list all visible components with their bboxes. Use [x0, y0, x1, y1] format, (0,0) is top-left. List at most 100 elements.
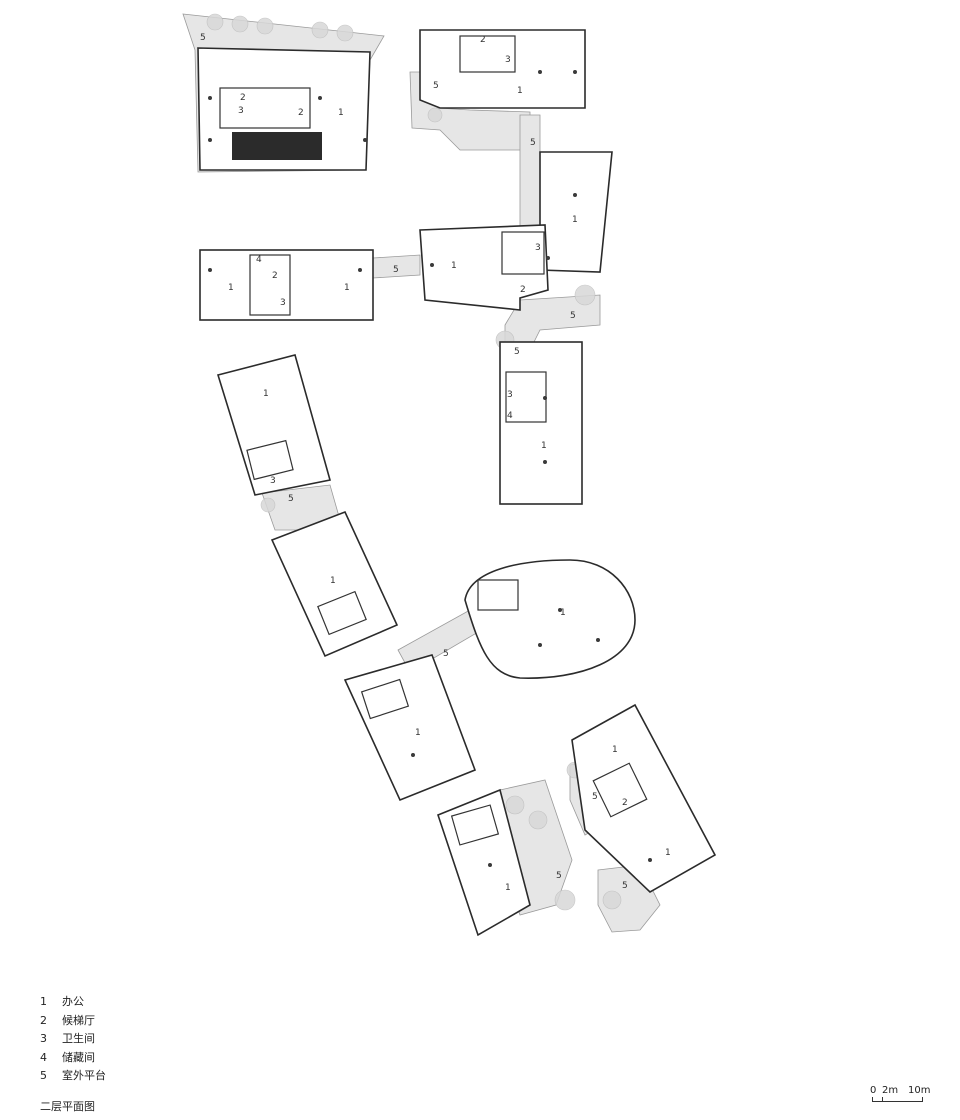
label-office: 1 [228, 283, 234, 293]
scale-zero: 0 [870, 1085, 877, 1096]
label-terrace: 5 [200, 33, 206, 43]
label-office: 1 [572, 215, 578, 225]
core-s-right [592, 762, 648, 818]
label-lobby: 2 [298, 108, 304, 118]
building-s-left [437, 788, 531, 937]
legend-label: 候梯厅 [62, 1013, 95, 1027]
legend: 1 办公 2 候梯厅 3 卫生间 4 储藏间 5 室外平台 [40, 993, 106, 1086]
column [208, 96, 212, 100]
tree [574, 284, 596, 306]
column [411, 753, 415, 757]
tree [311, 21, 329, 39]
legend-label: 办公 [62, 995, 84, 1008]
building-sw [343, 654, 477, 802]
tree [231, 15, 249, 33]
columns [208, 70, 652, 867]
legend-num: 1 [40, 995, 47, 1008]
column [596, 638, 600, 642]
legend-num: 5 [40, 1069, 47, 1082]
core-n [459, 35, 516, 73]
column [543, 460, 547, 464]
label-office: 1 [541, 441, 547, 451]
buildings [197, 29, 717, 937]
core-center [501, 231, 545, 275]
core-nw [219, 87, 311, 129]
label-toilet: 3 [535, 243, 541, 253]
core-round [477, 579, 519, 611]
core-nw-block [232, 132, 322, 160]
scale-mid: 2m [882, 1085, 899, 1096]
scale-tick [872, 1097, 873, 1102]
label-toilet: 3 [238, 106, 244, 116]
label-office: 1 [665, 848, 671, 858]
label-toilet: 3 [505, 55, 511, 65]
tree [554, 889, 576, 911]
legend-num: 2 [40, 1013, 47, 1027]
label-terrace: 5 [592, 792, 598, 802]
label-toilet: 3 [270, 476, 276, 486]
legend-row: 3 卫生间 [40, 1030, 106, 1049]
label-terrace: 5 [556, 871, 562, 881]
label-lobby: 2 [520, 285, 526, 295]
column [543, 396, 547, 400]
label-toilet: 3 [507, 390, 513, 400]
tree [427, 107, 443, 123]
scale-line [872, 1101, 922, 1102]
tree [602, 890, 622, 910]
bridge-north-spine [519, 114, 541, 231]
label-lobby: 2 [240, 93, 246, 103]
scale-tick [882, 1097, 883, 1102]
column [363, 138, 367, 142]
column [546, 256, 550, 260]
label-office: 1 [330, 576, 336, 586]
building-ne [539, 151, 613, 273]
scale-bar: 0 2m 10m [868, 1085, 931, 1113]
legend-row: 4 储藏间 [40, 1049, 106, 1068]
drawing-title: 二层平面图 [40, 1100, 95, 1113]
label-terrace: 5 [288, 494, 294, 504]
label-terrace: 5 [433, 81, 439, 91]
label-office: 1 [338, 108, 344, 118]
legend-label: 卫生间 [62, 1032, 95, 1045]
label-lobby: 2 [480, 35, 486, 45]
room-labels: 5 1 2 2 3 1 2 3 5 5 1 1 2 3 5 5 5 4 2 3 … [200, 33, 671, 893]
legend-row: 2 候梯厅 [40, 1012, 106, 1031]
scale-end: 10m [908, 1085, 931, 1096]
tree [260, 497, 276, 513]
core-mid-west-b [317, 590, 367, 636]
core-mid-west-a [246, 439, 294, 481]
tree [336, 24, 354, 42]
label-office: 1 [415, 728, 421, 738]
building-center-hub [419, 224, 549, 311]
column [538, 70, 542, 74]
label-office: 1 [612, 745, 618, 755]
label-terrace: 5 [622, 881, 628, 891]
label-office: 1 [517, 86, 523, 96]
column [573, 70, 577, 74]
label-lobby: 2 [622, 798, 628, 808]
column [573, 193, 577, 197]
label-terrace: 5 [443, 649, 449, 659]
tree [505, 795, 525, 815]
column [208, 268, 212, 272]
label-lobby: 2 [272, 271, 278, 281]
column [538, 643, 542, 647]
column [648, 858, 652, 862]
label-office: 1 [263, 389, 269, 399]
label-terrace: 5 [393, 265, 399, 275]
legend-row: 1 办公 [40, 993, 106, 1012]
building-mid-west-a [216, 354, 332, 496]
scale-tick [922, 1097, 923, 1102]
column [208, 138, 212, 142]
legend-label: 储藏间 [62, 1050, 95, 1064]
core-sw [360, 678, 410, 720]
building-east-long [499, 341, 583, 505]
column [318, 96, 322, 100]
label-terrace: 5 [530, 138, 536, 148]
legend-row: 5 室外平台 [40, 1067, 106, 1086]
label-office: 1 [451, 261, 457, 271]
label-storage: 4 [256, 255, 262, 265]
core-west [249, 254, 291, 316]
column [358, 268, 362, 272]
column [558, 608, 562, 612]
